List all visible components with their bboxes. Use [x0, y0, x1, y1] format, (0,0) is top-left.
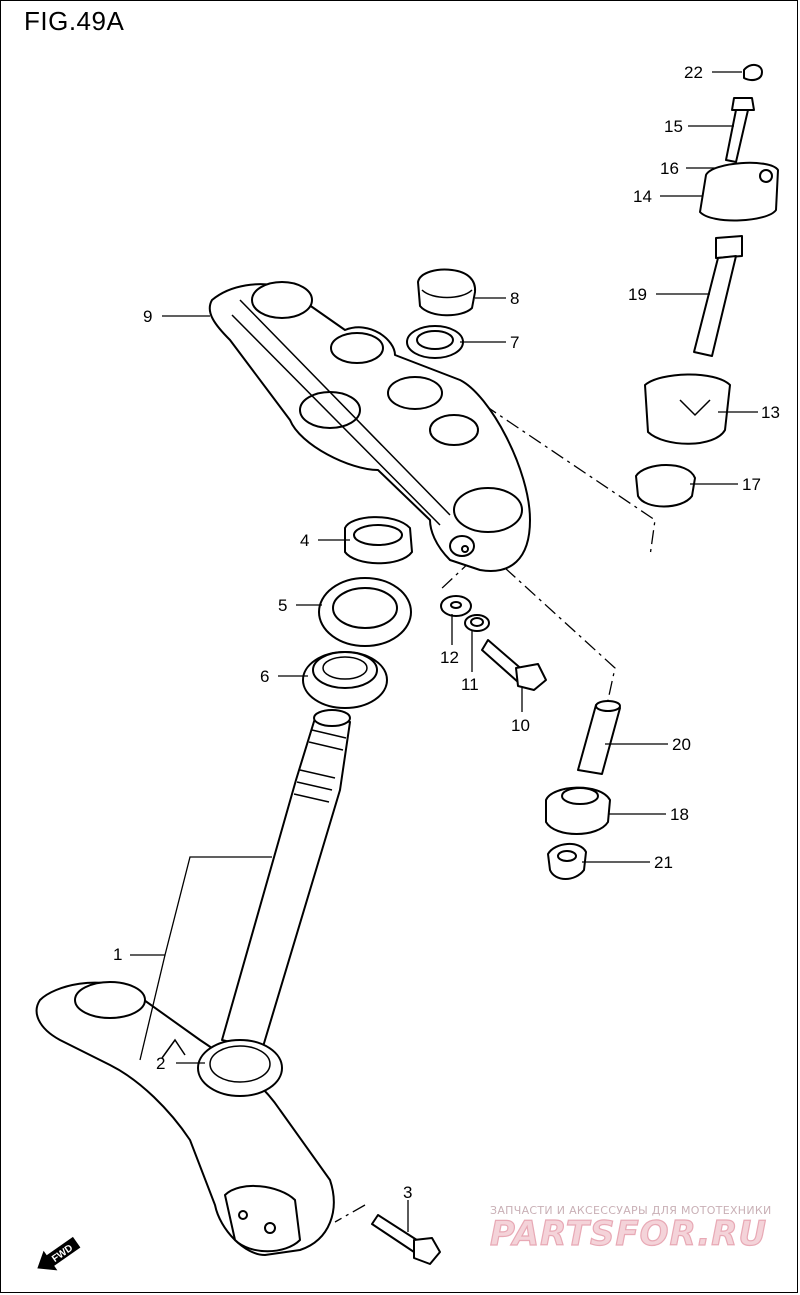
- callout-18: 18: [670, 805, 689, 824]
- callout-2: 2: [156, 1054, 165, 1073]
- callout-3: 3: [403, 1183, 412, 1202]
- forward-arrow-icon: [37, 1236, 81, 1271]
- bolt-part-15: [725, 97, 755, 163]
- watermark-subtitle: ЗАПЧАСТИ И АКСЕССУАРЫ ДЛЯ МОТОТЕХНИКИ: [490, 1204, 772, 1217]
- callout-11: 11: [461, 675, 479, 694]
- callout-13: 13: [761, 403, 780, 422]
- leader-1: [130, 856, 272, 956]
- callout-5: 5: [278, 596, 287, 615]
- callout-7: 7: [510, 333, 519, 352]
- fwd-badge: FWD: [37, 1236, 81, 1271]
- callout-1: 1: [113, 945, 122, 964]
- callout-12: 12: [440, 648, 459, 667]
- washer-part-7: [406, 325, 464, 359]
- callout-19: 19: [628, 285, 647, 304]
- assembly-line-upper: [461, 389, 656, 557]
- sleeve-part-20: [577, 700, 621, 775]
- callout-9: 9: [143, 307, 152, 326]
- watermark-brand: PARTSFOR.RU: [490, 1214, 767, 1254]
- holder-part-14: [699, 161, 779, 222]
- callout-20: 20: [672, 735, 691, 754]
- holder-part-13: [644, 373, 731, 445]
- bearing-part-6: [302, 651, 388, 709]
- seal-part-2: [161, 1038, 186, 1059]
- steering-stem-part-1: [35, 709, 351, 1256]
- upper-bracket-part-9: [208, 281, 531, 572]
- lock-nut-part-4: [344, 516, 413, 565]
- callout-15: 15: [664, 117, 683, 136]
- assembly-line-center: [504, 567, 616, 701]
- bolt-part-19: [693, 235, 743, 357]
- callout-10: 10: [511, 716, 530, 735]
- dust-seal-part-5: [318, 577, 412, 647]
- leader-1b: [139, 954, 166, 1061]
- cushion-part-17: [635, 464, 696, 508]
- callout-6: 6: [260, 667, 269, 686]
- callout-4: 4: [300, 531, 309, 550]
- cap-nut-part-8: [417, 268, 477, 317]
- callout-16: 16: [660, 159, 679, 178]
- nut-part-21: [547, 843, 587, 880]
- callout-14: 14: [633, 187, 652, 206]
- callout-17: 17: [742, 475, 761, 494]
- washer-part-11: [464, 614, 490, 632]
- washer-part-12: [440, 595, 472, 617]
- bolt-part-10: [481, 639, 547, 691]
- callout-21: 21: [654, 853, 673, 872]
- callout-22: 22: [684, 63, 703, 82]
- figure-title: FIG.49A: [24, 6, 125, 36]
- callout-8: 8: [510, 289, 519, 308]
- bolt-part-3: [371, 1214, 441, 1265]
- watermark: ЗАПЧАСТИ И АКСЕССУАРЫ ДЛЯ МОТОТЕХНИКИ PA…: [489, 1204, 772, 1255]
- assembly-line-lower-bolt: [334, 1204, 366, 1223]
- cap-part-22: [743, 64, 763, 81]
- cushion-part-18: [545, 786, 611, 835]
